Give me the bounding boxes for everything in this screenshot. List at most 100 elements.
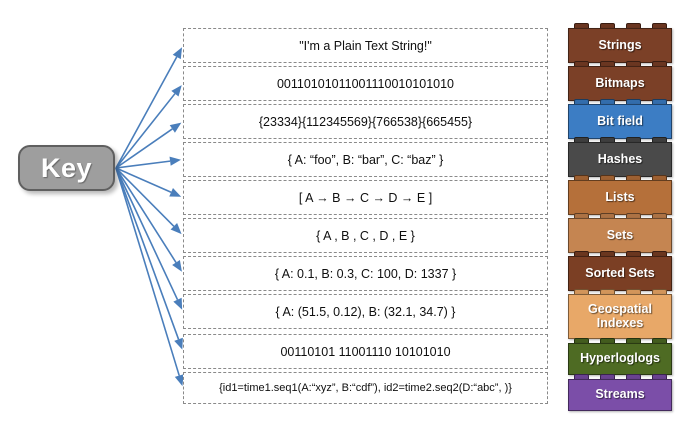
lego-stud bbox=[599, 23, 615, 29]
value-text: {id1=time1.seq1(A:“xyz”, B:“cdf”), id2=t… bbox=[219, 382, 512, 394]
type-brick-label: Hashes bbox=[597, 151, 643, 166]
lego-stud bbox=[651, 251, 667, 257]
key-to-value-arrow-line bbox=[115, 167, 177, 263]
key-to-value-arrow-line bbox=[115, 167, 179, 301]
value-box: {23334}{112345569}{766538}{665455} bbox=[183, 104, 548, 139]
lego-stud bbox=[625, 289, 641, 295]
lego-stud bbox=[625, 374, 641, 380]
type-brick[interactable]: Sets bbox=[568, 218, 672, 253]
key-node-label: Key bbox=[40, 152, 93, 183]
value-text: [ A → B → C → D → E ] bbox=[298, 190, 433, 205]
type-brick[interactable]: Bitmaps bbox=[568, 66, 672, 101]
key-to-value-arrow-head bbox=[169, 188, 182, 197]
lego-stud bbox=[651, 338, 667, 344]
lego-stud bbox=[599, 374, 615, 380]
value-box: { A: 0.1, B: 0.3, C: 100, D: 1337 } bbox=[183, 256, 548, 291]
lego-stud bbox=[573, 99, 589, 105]
lego-stud bbox=[625, 23, 641, 29]
type-brick[interactable]: Strings bbox=[568, 28, 672, 63]
value-box: [ A → B → C → D → E ] bbox=[183, 180, 548, 215]
lego-stud bbox=[599, 137, 615, 143]
lego-stud bbox=[599, 338, 615, 344]
key-to-value-arrow-line bbox=[115, 167, 180, 340]
type-brick[interactable]: Hashes bbox=[568, 142, 672, 177]
type-brick[interactable]: Bit field bbox=[568, 104, 672, 139]
value-box: {id1=time1.seq1(A:“xyz”, B:“cdf”), id2=t… bbox=[183, 372, 548, 404]
value-text: { A: “foo”, B: “bar”, C: “baz” } bbox=[287, 152, 444, 167]
key-to-value-arrow-line bbox=[115, 167, 172, 193]
type-brick-label: Streams bbox=[595, 387, 645, 402]
type-brick-label: Bit field bbox=[597, 113, 643, 128]
lego-stud bbox=[651, 175, 667, 181]
type-brick-label: Sets bbox=[606, 227, 634, 242]
lego-stud bbox=[625, 213, 641, 219]
lego-stud bbox=[573, 213, 589, 219]
key-to-value-arrow-head bbox=[173, 297, 183, 310]
lego-studs bbox=[568, 23, 672, 29]
type-brick-label: Bitmaps bbox=[595, 75, 645, 90]
key-to-value-arrow-line bbox=[115, 56, 178, 169]
value-box: { A , B , C , D , E } bbox=[183, 218, 548, 253]
lego-stud bbox=[599, 99, 615, 105]
type-brick-label: Lists bbox=[605, 189, 635, 204]
lego-stud bbox=[573, 338, 589, 344]
lego-studs bbox=[568, 338, 672, 344]
lego-stud bbox=[599, 289, 615, 295]
key-to-value-arrow-head bbox=[172, 260, 182, 272]
value-text: {23334}{112345569}{766538}{665455} bbox=[258, 114, 473, 129]
lego-stud bbox=[573, 175, 589, 181]
key-to-value-arrow-line bbox=[115, 167, 175, 227]
lego-stud bbox=[625, 175, 641, 181]
lego-stud bbox=[573, 289, 589, 295]
lego-studs bbox=[568, 175, 672, 181]
lego-stud bbox=[625, 338, 641, 344]
key-to-value-arrow-line bbox=[115, 167, 180, 376]
type-brick-label: Hyperloglogs bbox=[580, 351, 660, 366]
value-box: { A: (51.5, 0.12), B: (32.1, 34.7) } bbox=[183, 294, 548, 329]
lego-stud bbox=[573, 374, 589, 380]
lego-stud bbox=[651, 289, 667, 295]
lego-studs bbox=[568, 213, 672, 219]
type-brick[interactable]: Hyperloglogs bbox=[568, 343, 672, 375]
value-text: "I'm a Plain Text String!" bbox=[299, 38, 432, 53]
lego-stud bbox=[573, 61, 589, 67]
value-text: { A: 0.1, B: 0.3, C: 100, D: 1337 } bbox=[274, 266, 457, 281]
lego-studs bbox=[568, 251, 672, 257]
value-box: { A: “foo”, B: “bar”, C: “baz” } bbox=[183, 142, 548, 177]
key-to-value-arrow-head bbox=[171, 85, 182, 97]
lego-studs bbox=[568, 99, 672, 105]
lego-studs bbox=[568, 289, 672, 295]
value-text: 00110101 11001110 10101010 bbox=[280, 344, 451, 359]
type-brick[interactable]: Streams bbox=[568, 379, 672, 411]
lego-stud bbox=[599, 251, 615, 257]
lego-stud bbox=[573, 137, 589, 143]
type-brick-label: Sorted Sets bbox=[585, 265, 655, 280]
type-brick[interactable]: Geospatial Indexes bbox=[568, 294, 672, 339]
key-to-value-arrow-line bbox=[115, 160, 171, 169]
lego-stud bbox=[625, 61, 641, 67]
lego-stud bbox=[651, 137, 667, 143]
type-brick[interactable]: Sorted Sets bbox=[568, 256, 672, 291]
lego-stud bbox=[651, 99, 667, 105]
lego-stud bbox=[625, 137, 641, 143]
lego-stud bbox=[599, 175, 615, 181]
key-node[interactable]: Key bbox=[18, 145, 115, 191]
key-to-value-arrow-head bbox=[172, 47, 183, 60]
lego-stud bbox=[599, 213, 615, 219]
type-brick[interactable]: Lists bbox=[568, 180, 672, 215]
type-brick-label: Strings bbox=[598, 37, 642, 52]
lego-stud bbox=[599, 61, 615, 67]
lego-stud bbox=[625, 251, 641, 257]
value-text: { A: (51.5, 0.12), B: (32.1, 34.7) } bbox=[275, 304, 456, 319]
lego-stud bbox=[651, 213, 667, 219]
lego-studs bbox=[568, 137, 672, 143]
type-brick-label: Geospatial Indexes bbox=[588, 302, 652, 330]
value-text: { A , B , C , D , E } bbox=[316, 228, 415, 243]
lego-studs bbox=[568, 374, 672, 380]
key-to-value-arrow-head bbox=[169, 156, 182, 166]
lego-stud bbox=[573, 23, 589, 29]
lego-stud bbox=[625, 99, 641, 105]
key-to-value-arrow-line bbox=[115, 93, 176, 169]
key-to-value-arrow-head bbox=[169, 122, 182, 133]
